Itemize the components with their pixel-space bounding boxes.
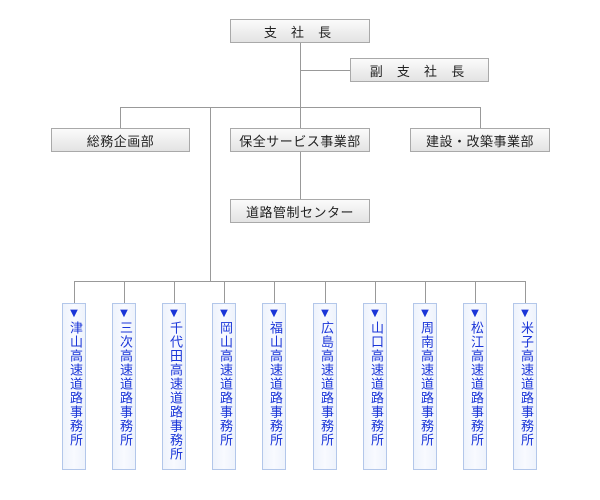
triangle-down-icon: ▼: [70, 308, 78, 319]
department-label: 総務企画部: [86, 134, 155, 150]
triangle-down-icon: ▼: [371, 308, 379, 319]
office-box: ▼ 山口高速道路事務所: [363, 303, 387, 470]
office-box: ▼ 三次高速道路事務所: [112, 303, 136, 470]
office-box: ▼ 米子高速道路事務所: [513, 303, 537, 470]
office-box: ▼ 津山高速道路事務所: [62, 303, 86, 470]
road-control-center-box: 道路管制センター: [230, 199, 370, 223]
president-box: 支 社 長: [230, 19, 370, 43]
president-label: 支 社 長: [263, 25, 337, 41]
vice-president-box: 副 支 社 長: [350, 58, 489, 82]
office-box: ▼ 広島高速道路事務所: [313, 303, 337, 470]
triangle-down-icon: ▼: [170, 308, 178, 319]
office-label: 福山高速道路事務所: [267, 321, 282, 447]
office-label: 津山高速道路事務所: [67, 321, 82, 447]
office-label: 千代田高速道路事務所: [167, 321, 182, 461]
department-general-affairs: 総務企画部: [51, 128, 190, 152]
triangle-down-icon: ▼: [120, 308, 128, 319]
office-box: ▼ 福山高速道路事務所: [262, 303, 286, 470]
triangle-down-icon: ▼: [471, 308, 479, 319]
triangle-down-icon: ▼: [321, 308, 329, 319]
office-box: ▼ 周南高速道路事務所: [413, 303, 437, 470]
department-label: 保全サービス事業部: [239, 134, 361, 150]
office-label: 周南高速道路事務所: [418, 321, 433, 447]
road-control-center-label: 道路管制センター: [245, 205, 354, 221]
department-construction: 建設・改築事業部: [410, 128, 550, 152]
triangle-down-icon: ▼: [270, 308, 278, 319]
office-label: 三次高速道路事務所: [117, 321, 132, 447]
office-box: ▼ 岡山高速道路事務所: [212, 303, 236, 470]
office-box: ▼ 千代田高速道路事務所: [162, 303, 186, 470]
office-box: ▼ 松江高速道路事務所: [463, 303, 487, 470]
office-label: 米子高速道路事務所: [518, 321, 533, 447]
triangle-down-icon: ▼: [421, 308, 429, 319]
office-label: 岡山高速道路事務所: [217, 321, 232, 447]
office-label: 松江高速道路事務所: [468, 321, 483, 447]
department-maintenance-service: 保全サービス事業部: [230, 128, 370, 152]
triangle-down-icon: ▼: [220, 308, 228, 319]
triangle-down-icon: ▼: [521, 308, 529, 319]
office-label: 山口高速道路事務所: [368, 321, 383, 447]
department-label: 建設・改築事業部: [425, 134, 534, 150]
office-label: 広島高速道路事務所: [318, 321, 333, 447]
vice-president-label: 副 支 社 長: [369, 64, 470, 80]
